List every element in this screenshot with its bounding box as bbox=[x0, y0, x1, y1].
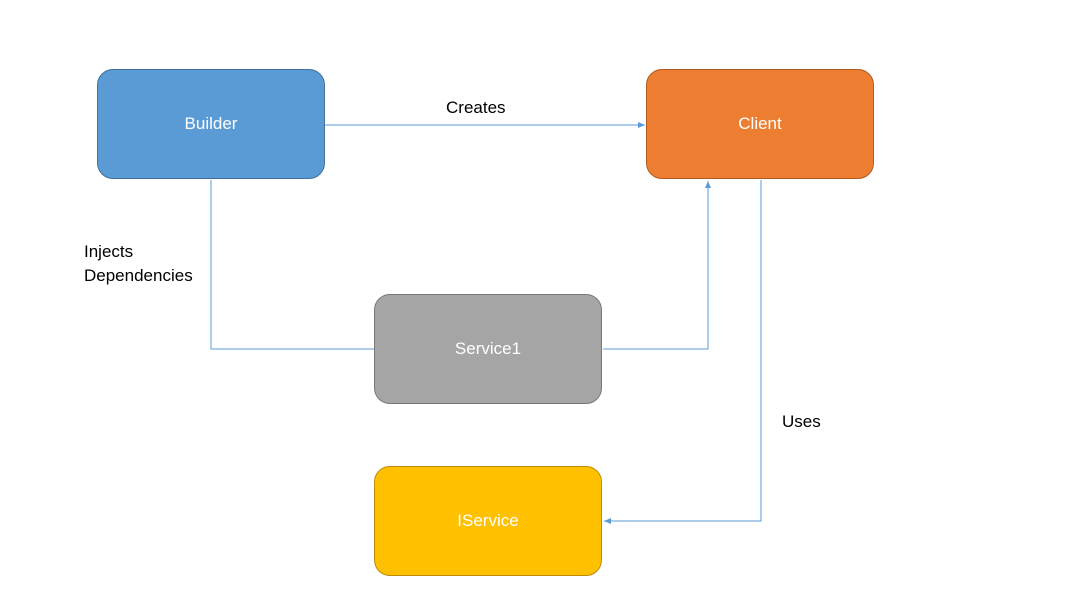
injects-connector bbox=[210, 180, 374, 350]
client-node[interactable]: Client bbox=[646, 69, 874, 179]
builder-node[interactable]: Builder bbox=[97, 69, 325, 179]
injects-label-line2: Dependencies bbox=[84, 266, 193, 285]
uses-edge-label: Uses bbox=[782, 412, 821, 431]
iservice-label: IService bbox=[457, 511, 519, 530]
service1-to-client-connector bbox=[603, 181, 711, 350]
creates-edge-label: Creates bbox=[446, 98, 506, 117]
builder-label: Builder bbox=[184, 114, 238, 133]
iservice-node[interactable]: IService bbox=[374, 466, 602, 576]
client-label: Client bbox=[738, 114, 782, 133]
injects-dependencies-edge-label: Injects Dependencies bbox=[84, 240, 193, 288]
injects-label-line1: Injects bbox=[84, 242, 134, 261]
service1-node[interactable]: Service1 bbox=[374, 294, 602, 404]
service1-label: Service1 bbox=[454, 339, 522, 358]
uses-connector bbox=[604, 180, 762, 524]
